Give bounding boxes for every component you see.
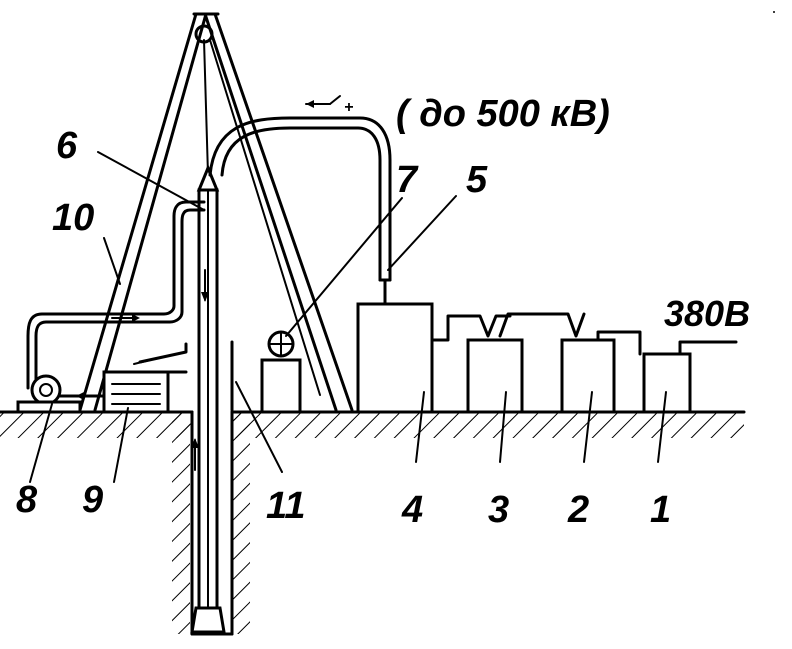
wire-4-to-3 (430, 314, 512, 342)
derrick-leg-left-inner (93, 12, 208, 412)
unit-1 (596, 330, 738, 414)
tank-body (102, 370, 170, 414)
pump-casing (30, 374, 62, 406)
unit-2 (498, 312, 616, 414)
leader-4 (415, 391, 425, 463)
return-chute (138, 342, 188, 364)
leader-9 (113, 407, 129, 483)
pump-base (16, 400, 82, 414)
callout-1: 1 (650, 489, 671, 531)
callout-3: 3 (488, 489, 509, 531)
return-chute-arrow (133, 359, 151, 365)
fluid-tank (102, 342, 188, 414)
hose-inner (26, 200, 206, 390)
callout-9: 9 (82, 479, 103, 521)
leader-8 (29, 403, 53, 483)
polarity-plus: + (344, 99, 353, 116)
derrick-leg-right-outer (213, 12, 354, 412)
unit-2-box (560, 338, 616, 414)
pump-hub (39, 383, 53, 397)
voltage-label: ( до 500 кВ) (396, 93, 610, 135)
borehole-wall-left-hatch (172, 412, 190, 634)
drill-string (190, 164, 226, 634)
leader-lines (29, 151, 667, 483)
derrick-leg-left-outer (78, 12, 198, 412)
callout-8: 8 (16, 479, 38, 521)
switch-housing (260, 358, 302, 414)
hv-cable-inner (220, 126, 382, 282)
polarity-arrow-head (306, 100, 314, 108)
unit-3 (430, 314, 524, 414)
flushing-hose (26, 200, 206, 390)
ground-hatch-left (0, 412, 192, 438)
unit-1-box (642, 352, 692, 414)
derrick (78, 12, 354, 412)
hv-cable (208, 116, 392, 306)
leader-11 (235, 381, 283, 473)
flow-arrow-down-head (201, 292, 209, 302)
unit-3-box (466, 338, 524, 414)
ground (0, 410, 746, 438)
wire-1-to-supply (678, 340, 738, 356)
callout-10: 10 (52, 197, 94, 239)
derrick-leg-right-inner (203, 12, 338, 412)
ground-hatch-right (232, 412, 744, 438)
callout-11: 11 (266, 485, 305, 527)
flow-arrow-up-head (191, 438, 199, 448)
leader-5 (387, 195, 457, 271)
callout-4: 4 (401, 489, 423, 531)
wire-2-to-1 (596, 330, 642, 356)
pump-flow-arrow-head (76, 392, 84, 400)
drill-string-top (196, 164, 220, 192)
callout-6: 6 (56, 125, 78, 167)
polarity-switch (329, 95, 341, 105)
callout-2: 2 (567, 489, 589, 531)
supply-label: 380В (664, 293, 750, 334)
borehole-wall-right-hatch (232, 412, 250, 634)
hose-outer (34, 208, 206, 390)
hv-cable-outer (208, 116, 392, 282)
polarity-indicator: + (305, 95, 353, 116)
leader-2 (583, 391, 593, 463)
leader-1 (657, 391, 667, 463)
hoist-line (203, 39, 209, 176)
drill-bit (190, 606, 226, 634)
callout-7: 7 (396, 159, 419, 201)
pulse-generator-box (356, 302, 434, 414)
leader-6 (97, 151, 205, 211)
hose-flow-arrow-head (132, 314, 140, 322)
callout-5: 5 (466, 159, 488, 201)
hoist-line-back (209, 39, 321, 396)
speck (773, 11, 775, 13)
leader-3 (499, 391, 507, 463)
borehole (172, 410, 250, 636)
pump (16, 374, 112, 414)
wire-3-to-2 (498, 312, 586, 338)
leader-7 (285, 197, 403, 337)
switch-unit (260, 330, 302, 414)
leader-10 (103, 237, 121, 285)
